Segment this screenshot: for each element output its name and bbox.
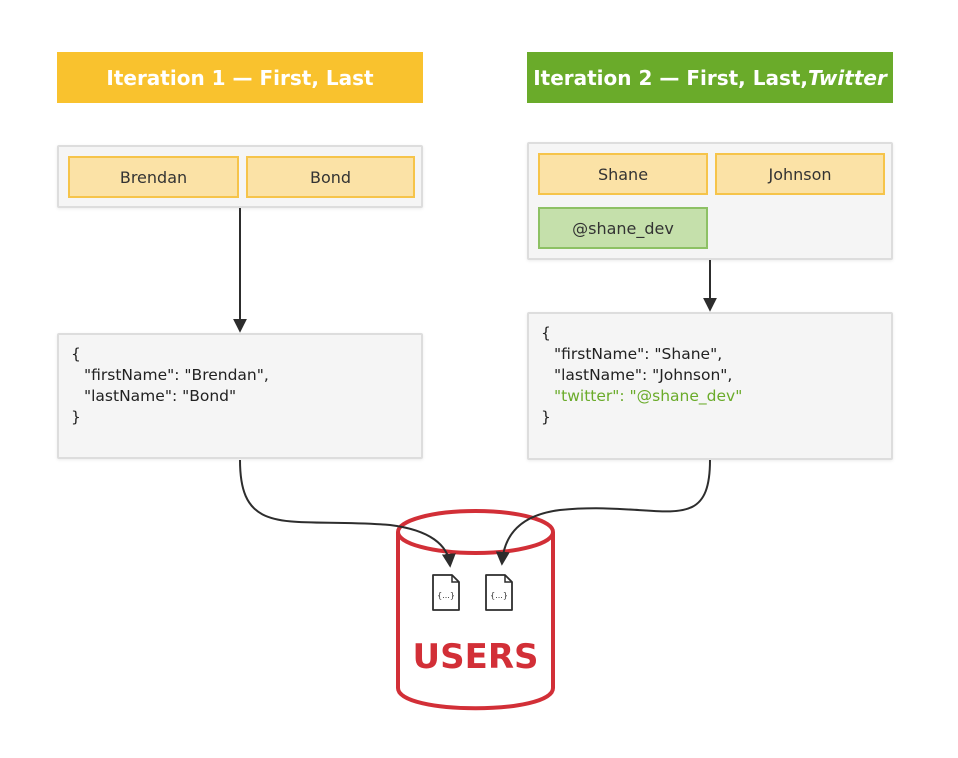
document-icon: {...} <box>485 574 513 611</box>
iteration-1-form: Brendan Bond <box>57 145 423 208</box>
iteration-2-title-emphasis: Twitter <box>808 65 887 90</box>
document-icon: {...} <box>432 574 460 611</box>
last-name-value: Bond <box>309 167 352 187</box>
first-name-value: Brendan <box>119 167 188 187</box>
last-name-value: Johnson <box>768 164 832 184</box>
json-first-name: "firstName": "Shane", <box>554 345 723 363</box>
iteration-2-form: Shane Johnson @shane_dev <box>527 142 893 260</box>
twitter-value: @shane_dev <box>572 218 674 238</box>
iteration-2-banner: Iteration 2 — First, Last, Twitter <box>527 52 893 103</box>
last-name-field: Johnson <box>715 153 885 195</box>
iteration-2-title-prefix: Iteration 2 — First, Last, <box>533 65 809 90</box>
json-twitter: "twitter": "@shane_dev" <box>554 387 743 405</box>
document-icon-glyph: {...} <box>490 591 508 600</box>
twitter-field: @shane_dev <box>538 207 708 249</box>
arrow-json-1-to-database <box>239 459 456 568</box>
json-last-name: "lastName": "Johnson", <box>554 366 733 384</box>
iteration-1-banner: Iteration 1 — First, Last <box>57 52 423 103</box>
document-icon-glyph: {...} <box>437 591 455 600</box>
json-close-brace: } <box>71 408 81 426</box>
iteration-2-json: { "firstName": "Shane", "lastName": "Joh… <box>527 312 893 460</box>
json-open-brace: { <box>541 324 551 342</box>
json-close-brace: } <box>541 408 551 426</box>
iteration-1-title: Iteration 1 — First, Last <box>106 65 374 90</box>
json-first-name: "firstName": "Brendan", <box>84 366 269 384</box>
first-name-field: Shane <box>538 153 708 195</box>
iteration-1-json: { "firstName": "Brendan", "lastName": "B… <box>57 333 423 459</box>
json-open-brace: { <box>71 345 81 363</box>
arrow-json-2-to-database <box>495 459 711 566</box>
database-label: USERS <box>413 637 539 677</box>
last-name-field: Bond <box>246 156 415 198</box>
users-database <box>396 509 555 711</box>
first-name-field: Brendan <box>68 156 239 198</box>
json-last-name: "lastName": "Bond" <box>84 387 237 405</box>
first-name-value: Shane <box>597 164 649 184</box>
